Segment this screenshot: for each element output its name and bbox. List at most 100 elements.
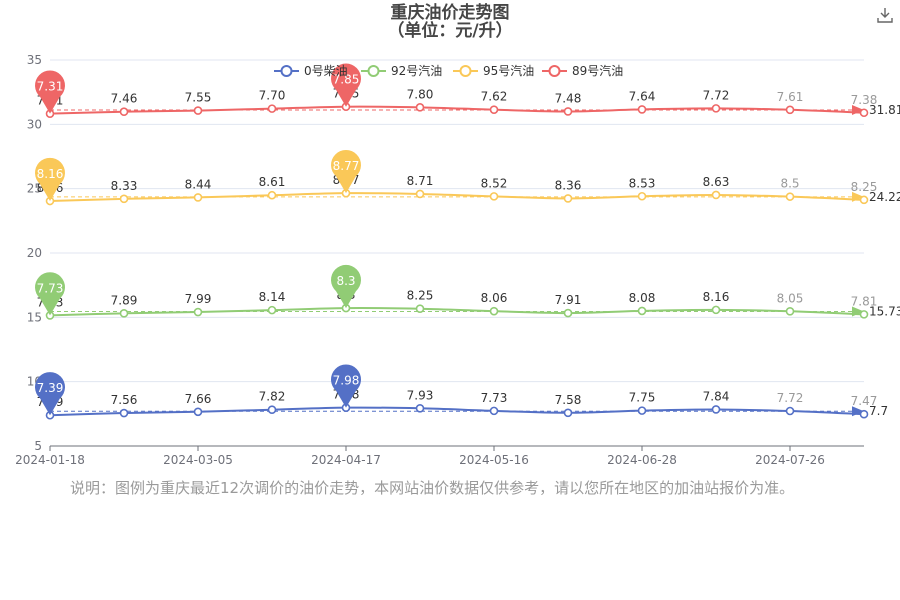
data-point <box>415 304 425 314</box>
data-point <box>637 406 647 415</box>
data-point <box>785 105 795 115</box>
data-point <box>119 194 129 204</box>
legend-symbol <box>548 65 561 77</box>
data-point <box>489 406 499 416</box>
x-tick-label: 2024-04-17 <box>311 453 381 467</box>
data-point <box>859 195 869 205</box>
series-line <box>49 105 865 115</box>
data-label: 8.08 <box>629 291 656 305</box>
data-label: 7.93 <box>407 388 434 402</box>
data-label: 7.66 <box>185 392 212 406</box>
data-point <box>193 193 203 202</box>
average-arrow <box>852 105 864 116</box>
x-tick-label: 2024-06-28 <box>607 453 677 467</box>
data-point <box>563 194 573 203</box>
data-label: 8.36 <box>555 178 582 192</box>
data-point <box>119 309 129 318</box>
pin-label: 8.77 <box>333 159 360 173</box>
data-label: 7.47 <box>851 394 878 408</box>
max-marker: 7.98 <box>331 364 362 408</box>
chart-title-main: 重庆油价走势图 <box>390 3 510 23</box>
legend-item-1[interactable]: 0号柴油 <box>274 64 348 78</box>
legend-label: 92号汽油 <box>391 63 442 78</box>
y-tick-label: 15 <box>27 310 42 324</box>
data-point <box>267 405 277 415</box>
min-marker: 8.16 <box>35 157 65 202</box>
data-label: 8.44 <box>185 177 212 191</box>
data-point <box>785 406 795 416</box>
pin-label: 7.31 <box>37 80 64 94</box>
data-label: 7.61 <box>777 90 804 104</box>
legend-label: 0号柴油 <box>304 64 348 78</box>
data-point <box>637 105 647 114</box>
pin-shape <box>35 372 65 416</box>
data-label: 8.63 <box>703 175 730 189</box>
data-label: 7.81 <box>851 294 878 308</box>
data-label: 8.06 <box>481 291 508 305</box>
chart-note: 说明：图例为重庆最近12次调价的油价走势，本网站油价数据仅供参考，请以您所在地区… <box>70 479 795 497</box>
data-label: 7.46 <box>111 92 138 106</box>
data-point <box>415 103 425 112</box>
legend-symbol <box>367 65 380 77</box>
data-point <box>267 305 277 315</box>
average-arrow <box>852 406 864 417</box>
average-label: 24.22 <box>869 190 900 204</box>
average-label: 15.73 <box>869 305 900 319</box>
x-tick-label: 2024-05-16 <box>459 453 529 467</box>
max-marker: 8.77 <box>331 149 362 194</box>
legend-item-3[interactable]: 95号汽油 <box>453 63 534 78</box>
data-point <box>193 106 203 115</box>
data-point <box>489 105 499 114</box>
legend-label: 95号汽油 <box>483 63 534 78</box>
series-line <box>49 192 865 203</box>
max-marker: 7.85 <box>331 63 362 107</box>
data-point <box>267 104 277 113</box>
pin-label: 7.98 <box>333 374 360 388</box>
data-point <box>785 192 795 201</box>
legend-item-4[interactable]: 89号汽油 <box>542 63 623 78</box>
data-label: 7.99 <box>185 292 212 306</box>
min-marker: 7.31 <box>35 70 65 114</box>
download-icon[interactable] <box>876 6 894 24</box>
data-point <box>563 408 573 418</box>
x-tick-label: 2024-07-26 <box>755 453 825 467</box>
data-point <box>859 310 869 319</box>
data-point <box>489 192 499 201</box>
data-label: 8.16 <box>703 290 730 304</box>
average-label: 7.7 <box>869 404 888 418</box>
data-label: 7.58 <box>555 393 582 407</box>
y-tick-label: 35 <box>27 53 42 67</box>
data-label: 7.38 <box>851 93 878 107</box>
series-line <box>49 406 865 417</box>
x-tick-label: 2024-01-18 <box>15 453 85 467</box>
data-point <box>415 189 425 199</box>
pin-shape <box>331 63 362 107</box>
data-label: 7.62 <box>481 90 508 104</box>
legend: 0号柴油 92号汽油 95号汽油 89号汽油 <box>274 63 623 78</box>
data-point <box>711 405 721 414</box>
data-label: 7.55 <box>185 91 212 105</box>
data-label: 7.73 <box>481 391 508 405</box>
data-point <box>859 108 869 118</box>
data-label: 7.80 <box>407 87 434 101</box>
series-1: 7.77.397.567.667.827.987.937.737.587.757… <box>37 388 888 420</box>
min-marker: 7.73 <box>35 272 65 316</box>
x-tick-label: 2024-03-05 <box>163 453 233 467</box>
data-point <box>119 107 129 117</box>
data-label: 8.52 <box>481 176 508 190</box>
data-label: 8.33 <box>111 179 138 193</box>
data-point <box>489 306 499 316</box>
data-point <box>785 306 795 316</box>
data-label: 8.05 <box>777 291 804 305</box>
data-label: 7.72 <box>703 88 730 102</box>
data-label: 7.91 <box>555 293 582 307</box>
data-point <box>711 305 721 315</box>
pin-shape <box>331 264 362 309</box>
average-arrow <box>852 306 864 317</box>
max-marker: 8.3 <box>331 264 362 309</box>
legend-item-2[interactable]: 92号汽油 <box>361 63 442 78</box>
data-label: 8.61 <box>259 175 286 189</box>
legend-symbol <box>459 65 472 77</box>
data-label: 7.70 <box>259 89 286 103</box>
